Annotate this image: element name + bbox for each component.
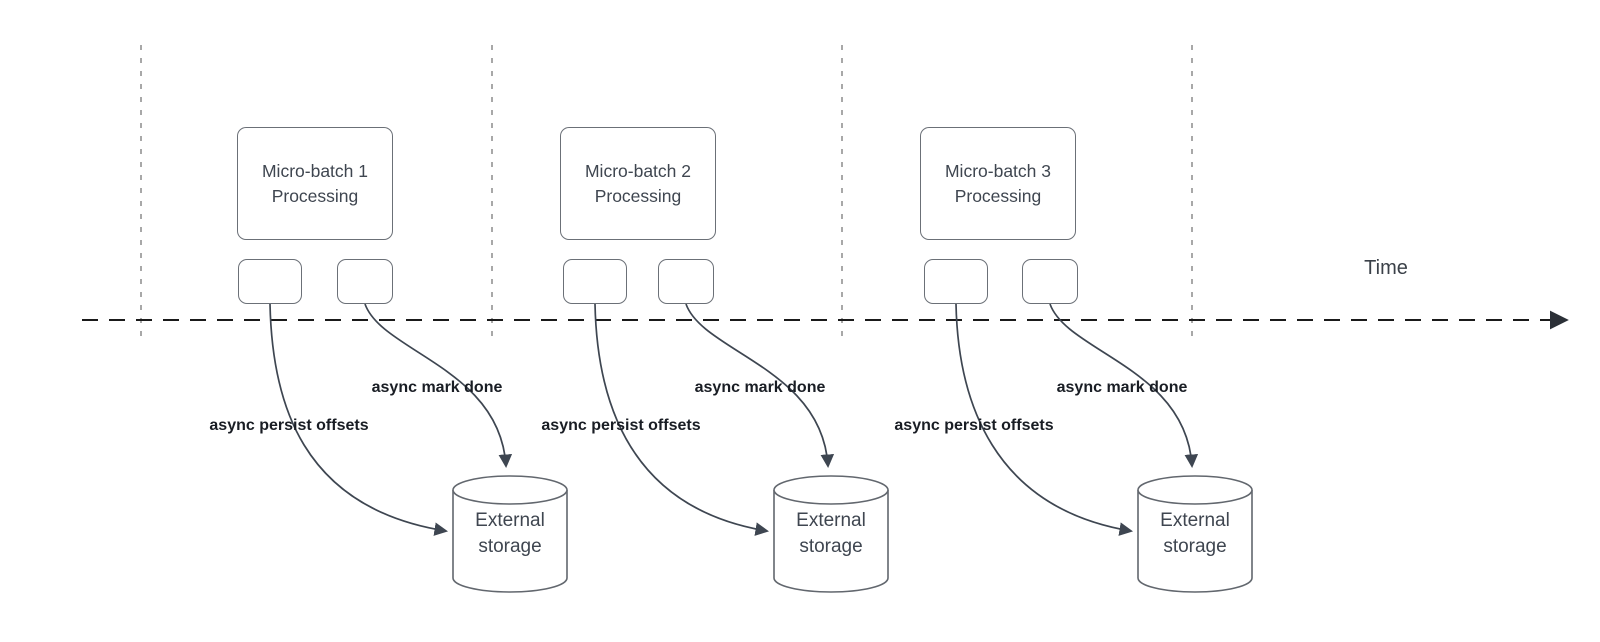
mark-done-task-box-3: [1022, 259, 1078, 304]
mark-done-arrow-2: [685, 303, 835, 469]
persist-offsets-label-3: async persist offsets: [894, 417, 1054, 434]
persist-offsets-label-1: async persist offsets: [209, 417, 369, 434]
persist-offsets-task-box-3: [924, 259, 988, 304]
persist-offsets-task-box-2: [563, 259, 627, 304]
external-storage-label-1: External storage: [475, 510, 545, 557]
external-storage-label-3: External storage: [1160, 510, 1230, 557]
persist-offsets-label-2: async persist offsets: [541, 417, 701, 434]
micro-batch-2-title: Micro-batch 2 Processing: [584, 161, 691, 206]
persist-offsets-task-box-1: [238, 259, 302, 304]
persist-offsets-arrow-2: [594, 303, 770, 536]
persist-offsets-arrow-3: [955, 303, 1134, 536]
external-storage-cylinder-1: External storage: [451, 474, 569, 594]
micro-batch-3-title: Micro-batch 3 Processing: [944, 161, 1051, 206]
external-storage-cylinder-3: External storage: [1136, 474, 1254, 594]
persist-offsets-arrow-1: [269, 303, 449, 536]
external-storage-cylinder-2: External storage: [772, 474, 890, 594]
micro-batch-3-processing-box: Micro-batch 3 Processing: [920, 127, 1076, 240]
mark-done-task-box-1: [337, 259, 393, 304]
mark-done-label-1: async mark done: [371, 379, 503, 396]
micro-batch-1-processing-box: Micro-batch 1 Processing: [237, 127, 393, 240]
mark-done-label-2: async mark done: [694, 379, 826, 396]
micro-batch-2-processing-box: Micro-batch 2 Processing: [560, 127, 716, 240]
database-cylinder-icon: [452, 475, 568, 593]
mark-done-arrow-3: [1049, 303, 1199, 469]
database-cylinder-icon: [1137, 475, 1253, 593]
mark-done-arrow-1: [364, 303, 513, 469]
mark-done-task-box-2: [658, 259, 714, 304]
time-axis-label: Time: [1364, 257, 1408, 279]
mark-done-label-3: async mark done: [1056, 379, 1188, 396]
external-storage-label-2: External storage: [796, 510, 866, 557]
database-cylinder-icon: [773, 475, 889, 593]
micro-batch-1-title: Micro-batch 1 Processing: [261, 161, 368, 206]
